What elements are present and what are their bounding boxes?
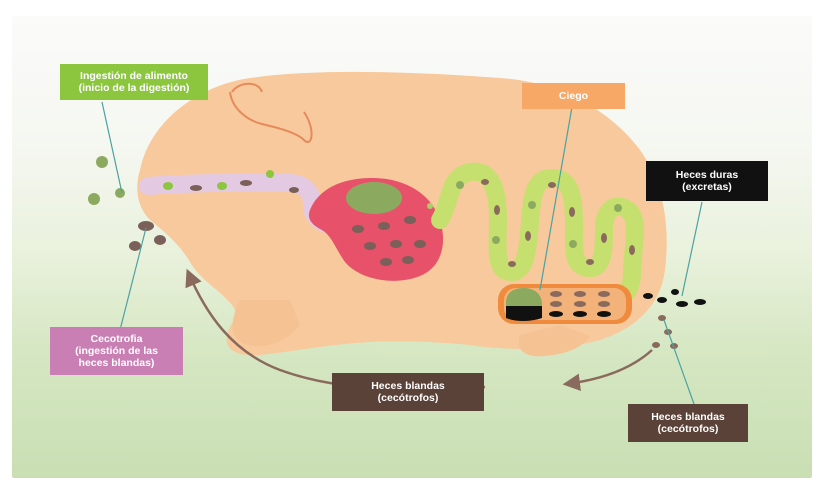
label-cecotrofia-line3: heces blandas) <box>75 357 158 369</box>
label-heces-blandas-right: Heces blandas (cecótrofos) <box>628 404 748 442</box>
label-heces-duras: Heces duras (excretas) <box>646 161 768 201</box>
cecum-pouch-dark <box>506 306 542 321</box>
label-heces-blandas-center-line2: (cecótrofos) <box>371 392 445 404</box>
label-heces-blandas-right-line2: (cecótrofos) <box>651 423 725 435</box>
label-ingestion: Ingestión de alimento (inicio de la dige… <box>60 64 208 100</box>
cecum-pellets <box>549 291 611 317</box>
label-ingestion-line1: Ingestión de alimento <box>79 70 190 82</box>
label-cecotrofia-line2: (ingestión de las <box>75 345 158 357</box>
label-heces-duras-line1: Heces duras <box>676 169 738 181</box>
label-cecotrofia-line1: Cecotrofia <box>75 333 158 345</box>
label-ingestion-line2: (inicio de la digestión) <box>79 82 190 94</box>
soft-feces-pellets <box>652 315 678 349</box>
label-heces-blandas-center: Heces blandas (cecótrofos) <box>332 373 484 411</box>
label-ciego-text: Ciego <box>559 90 588 102</box>
label-heces-blandas-center-line1: Heces blandas <box>371 380 445 392</box>
label-heces-blandas-right-line1: Heces blandas <box>651 411 725 423</box>
label-cecotrofia: Cecotrofia (ingestión de las heces bland… <box>50 327 183 375</box>
label-ciego: Ciego <box>522 83 625 109</box>
stomach-food-mass <box>346 182 402 214</box>
arrow-to-center-label <box>566 350 652 384</box>
label-heces-duras-line2: (excretas) <box>676 181 738 193</box>
